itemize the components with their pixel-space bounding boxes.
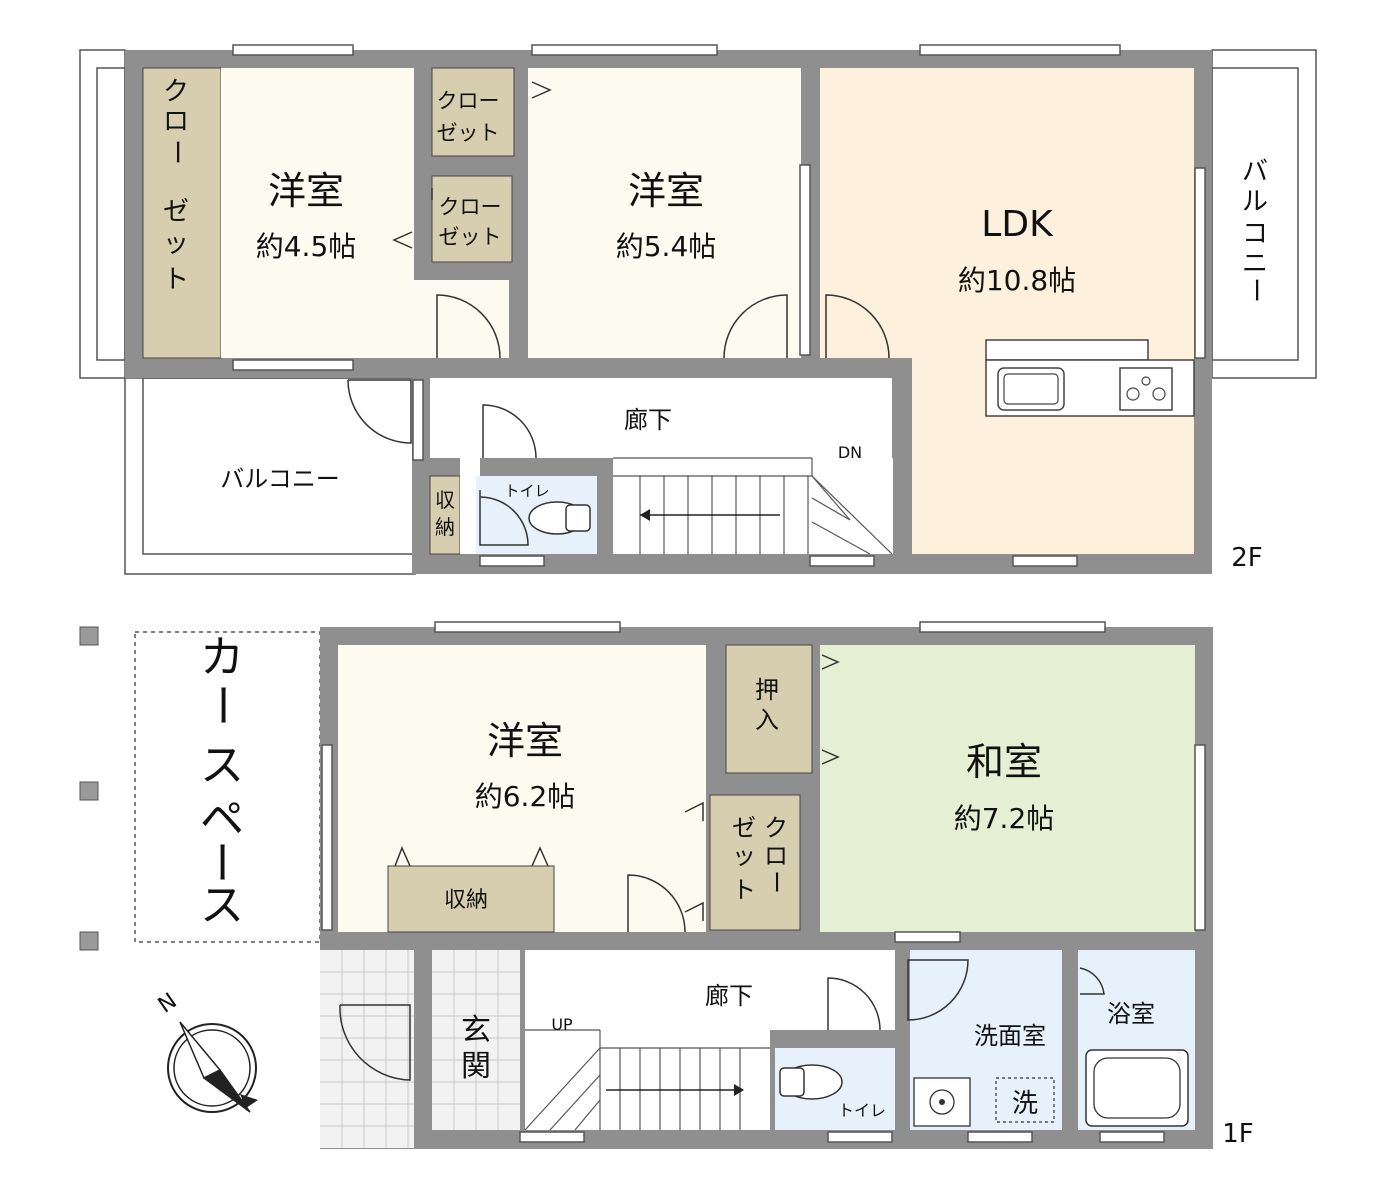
washer-space xyxy=(995,1077,1055,1123)
closet-top-line-2: ゼット xyxy=(437,121,500,145)
room-western-a-name: 洋室 xyxy=(268,169,344,213)
corridor-2f xyxy=(430,378,892,458)
room-western-a-size: 約4.5帖 xyxy=(256,230,357,263)
room-ldk xyxy=(820,68,1194,358)
closet-mid-line-2: ゼット xyxy=(439,225,502,249)
stairs-1f xyxy=(525,1030,770,1130)
room-japanese-size: 約7.2帖 xyxy=(954,802,1055,835)
marker-3 xyxy=(79,931,99,951)
closet-left-char-3: ー xyxy=(161,139,191,165)
corridor-1f-label: 廊下 xyxy=(705,982,753,1010)
entrance-char-2: 関 xyxy=(461,1049,491,1084)
storage-1f xyxy=(387,865,555,933)
room-western-b-size: 約5.4帖 xyxy=(616,230,717,263)
corridor-1f xyxy=(525,950,895,1030)
room-closet-mid xyxy=(431,175,513,263)
balcony-right-char-5: ー xyxy=(1240,277,1270,303)
room-western-b-name: 洋室 xyxy=(628,169,704,213)
carspace-char-3: ス xyxy=(200,740,244,791)
closet-1f-col1-1: ク xyxy=(764,814,788,842)
room-closet-1f xyxy=(709,794,801,931)
balcony-outline-bottom xyxy=(124,377,416,575)
stove xyxy=(1119,367,1173,411)
carspace-char-2: ー xyxy=(196,683,247,727)
closet-1f-col2-1: ゼ xyxy=(732,814,756,842)
stairs-2f xyxy=(613,458,893,554)
toilet-1f-label: トイレ xyxy=(838,1101,886,1120)
room-ldk-name: LDK xyxy=(981,204,1054,245)
closet-top-line-1: クロー xyxy=(437,89,500,113)
compass-icon: N xyxy=(154,989,258,1113)
sink xyxy=(997,367,1065,411)
balcony-right-char-2: ル xyxy=(1242,187,1268,217)
bathroom-label: 浴室 xyxy=(1107,1000,1155,1028)
toilet-2f-label: トイレ xyxy=(504,482,549,500)
storage-2f xyxy=(429,475,461,555)
carspace-char-5: ー xyxy=(195,840,246,884)
oshiire-char-2: 入 xyxy=(755,706,779,734)
room-western-1f-name: 洋室 xyxy=(487,719,563,763)
storage-2f-char-2: 納 xyxy=(435,515,455,539)
oshiire-char-1: 押 xyxy=(755,676,779,704)
bathtub xyxy=(1085,1049,1189,1127)
carspace-char-4: ペ xyxy=(200,794,244,845)
washroom-label: 洗面室 xyxy=(974,1022,1046,1050)
floor-2f-label: 2F xyxy=(1231,543,1263,573)
closet-mid-line-1: クロー xyxy=(439,195,502,219)
room-oshiire xyxy=(725,644,813,774)
carspace-char-1: カ xyxy=(200,632,244,683)
room-western-a xyxy=(221,68,414,358)
marker-1 xyxy=(79,626,99,646)
balcony-outline-left xyxy=(79,49,126,379)
stair-treads-2f xyxy=(613,457,893,555)
closet-1f-col1-2: ロ xyxy=(764,842,788,870)
closet-left-char-4: ゼ xyxy=(163,197,189,227)
marker-2 xyxy=(79,781,99,801)
room-ldk-size: 約10.8帖 xyxy=(958,264,1076,297)
room-western-b xyxy=(528,68,801,358)
corridor-2f-label: 廊下 xyxy=(624,406,672,434)
tile-area xyxy=(320,950,414,1148)
balcony-left-label: バルコニー xyxy=(220,465,340,493)
storage-2f-char-1: 収 xyxy=(435,488,455,512)
balcony-right-char-1: バ xyxy=(1242,157,1268,187)
floor-1f-label: 1F xyxy=(1222,1119,1254,1149)
room-japanese xyxy=(820,645,1195,932)
room-japanese-name: 和室 xyxy=(966,740,1042,784)
entrance-char-1: 玄 xyxy=(461,1013,491,1048)
compass-north-label: N xyxy=(154,989,182,1019)
washer-label: 洗 xyxy=(1012,1089,1038,1119)
balcony-right-char-3: コ xyxy=(1242,219,1268,249)
closet-left-char-1: ク xyxy=(163,77,189,107)
closet-left-char-6: ト xyxy=(163,265,189,295)
room-closet-top xyxy=(431,67,515,157)
closet-1f-col2-3: ト xyxy=(732,876,756,904)
stairs-2f-label: DN xyxy=(838,443,862,462)
kitchen-counter xyxy=(985,339,1149,361)
storage-1f-label: 収納 xyxy=(444,888,488,913)
stairs-1f-label: UP xyxy=(551,1015,573,1034)
room-closet-left xyxy=(142,67,222,359)
closet-left-char-5: ッ xyxy=(163,229,189,259)
closet-left-char-2: ロ xyxy=(163,107,189,137)
closet-1f-col2-2: ッ xyxy=(732,842,756,870)
balcony-right-char-4: ニ xyxy=(1242,249,1268,279)
stair-treads-1f xyxy=(524,1029,770,1131)
carspace-char-6: ス xyxy=(200,880,244,931)
floor-2f: ク ロ ー ゼ ッ ト 洋室 約4.5帖 クロー ゼット クロー ゼット 洋室 … xyxy=(79,44,1317,575)
floor-1f: カ ー ス ペ ー ス 洋室 約6.2帖 収納 押 入 ク ロ ー ゼ ッ ト … xyxy=(79,621,1254,1149)
room-western-1f-size: 約6.2帖 xyxy=(475,780,576,813)
closet-1f-col1-3: ー xyxy=(762,870,790,894)
